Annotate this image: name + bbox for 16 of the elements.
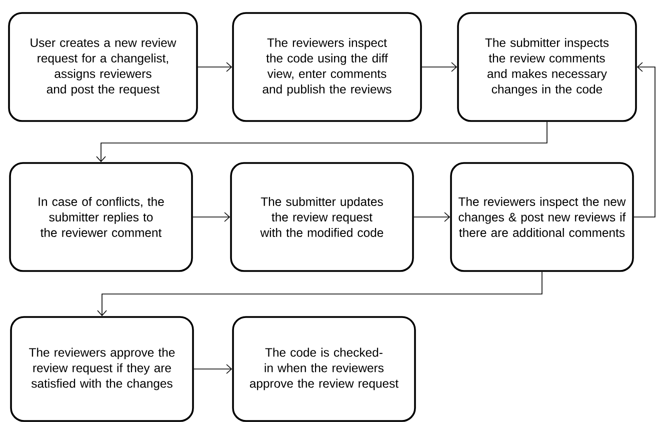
process-box: In case of conflicts, the submitter replies to the reviewer comment bbox=[9, 162, 193, 272]
arrow bbox=[422, 62, 458, 72]
arrow bbox=[634, 62, 656, 218]
process-box: The reviewers approve the review request if they are satisfied with the changes bbox=[10, 316, 194, 422]
arrow bbox=[194, 364, 232, 374]
process-box: The submitter updates the review request with the modified code bbox=[230, 162, 414, 272]
process-box: The reviewers inspect the new changes & post new reviews if there are additional comments bbox=[450, 162, 634, 272]
arrow bbox=[198, 62, 232, 72]
arrow bbox=[96, 122, 548, 162]
process-box: The code is checked-in when the reviewers approve the review request bbox=[232, 316, 416, 422]
process-box: User creates a new review request for a changelist, assigns reviewers and post the request bbox=[8, 12, 198, 122]
arrow bbox=[192, 212, 230, 222]
process-box: The reviewers inspect the code using the diff view, enter comments and publish the reviews bbox=[232, 12, 422, 122]
arrow bbox=[97, 272, 542, 316]
process-box: The submitter inspects the review comments and makes necessary changes in the code bbox=[457, 12, 637, 122]
arrow bbox=[414, 212, 450, 222]
